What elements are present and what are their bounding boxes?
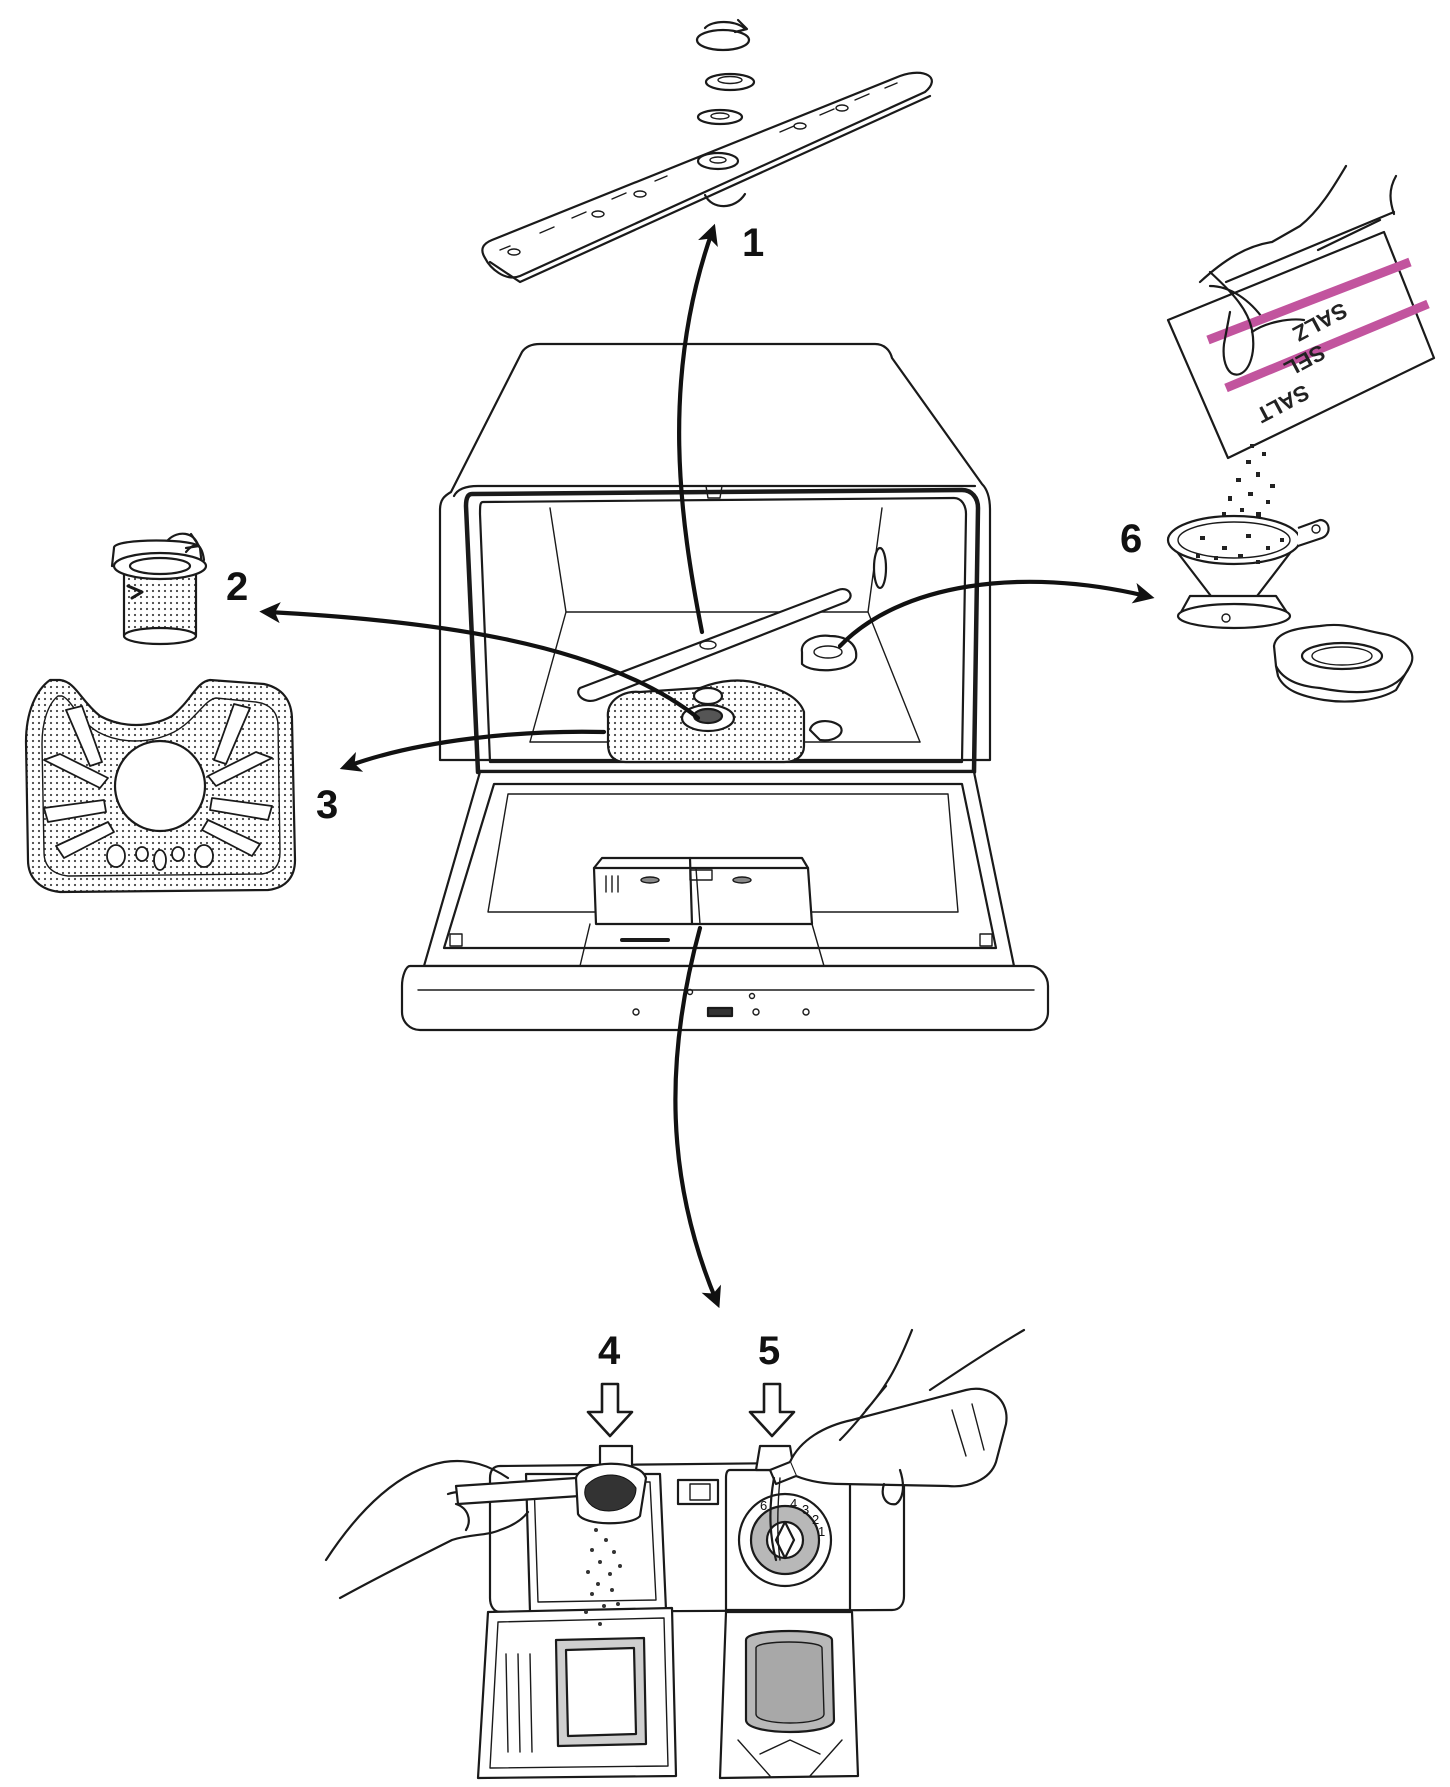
- dishwasher-unit: [400, 342, 1050, 1032]
- step-label-3: 3: [316, 783, 338, 827]
- arrow-to-step-2: [259, 602, 701, 721]
- spray-arm-exploded-view: [481, 18, 933, 284]
- step-label-6: 6: [1120, 517, 1142, 561]
- filter-cup-icon: [110, 532, 208, 646]
- rinse-dial-setting-3: 3: [802, 1502, 809, 1517]
- dispenser-closeup: 6 4 3 2 1: [324, 1328, 1026, 1780]
- step-label-2: 2: [226, 565, 248, 609]
- rinse-dial-setting-4: 4: [790, 1496, 797, 1511]
- arrow-to-steps-4-5: [673, 925, 721, 1309]
- spray-arm-nut: [704, 72, 756, 92]
- hollow-arrow-step-5: [748, 1382, 796, 1438]
- hollow-arrow-step-4: [586, 1382, 634, 1438]
- hand-with-detergent-scoop: [324, 1459, 530, 1600]
- step-label-1: 1: [742, 221, 764, 265]
- arrow-to-step-6: [837, 579, 1155, 649]
- rinse-dial-setting-2: 2: [812, 1512, 819, 1527]
- salt-refill-illustration: SALZ SEL SALT: [1166, 164, 1436, 703]
- arrow-to-step-1: [677, 223, 718, 635]
- arrow-to-step-3: [339, 729, 607, 772]
- rinse-aid-bottle: [788, 1387, 1008, 1488]
- rotate-arrow-icon: [695, 18, 751, 52]
- rinse-dial-setting-1: 1: [818, 1524, 825, 1539]
- rinse-aid-dial: 6 4 3 2 1: [737, 1492, 833, 1588]
- salt-bag: SALZ SEL SALT: [1166, 210, 1436, 460]
- step-label-4: 4: [598, 1329, 621, 1373]
- hand-pouring-rinse-aid: [838, 1328, 1026, 1506]
- falling-detergent-powder: [584, 1528, 622, 1626]
- detergent-dispenser-on-door: [579, 856, 825, 967]
- salt-container-cap: [1272, 623, 1414, 694]
- rinse-dial-setting-6: 6: [760, 1498, 767, 1513]
- spray-arm-washer: [696, 108, 744, 126]
- flat-filter-plate: [24, 678, 297, 894]
- step-label-5: 5: [758, 1329, 780, 1373]
- hand-holding-salt-bag: [1198, 164, 1398, 376]
- step-arrows: [259, 223, 1155, 1438]
- upper-spray-arm: [481, 71, 933, 279]
